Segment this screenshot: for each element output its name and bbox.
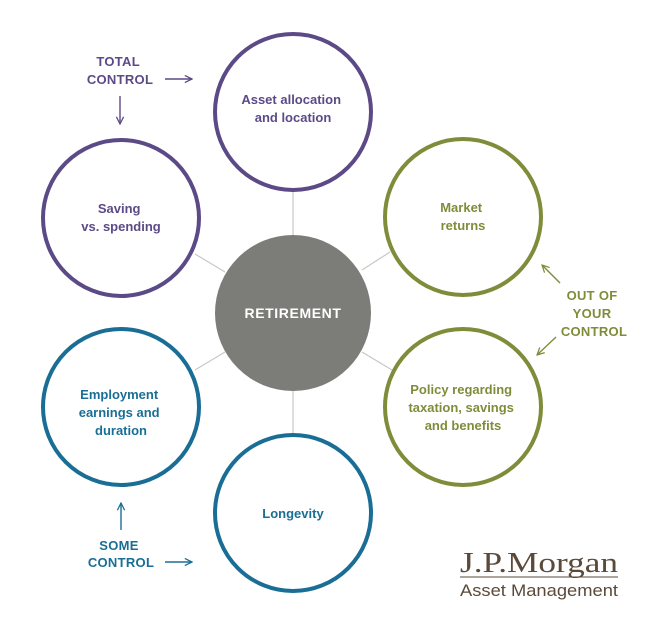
policy-line-2: taxation, savings — [408, 400, 513, 415]
asset-allocation-label: Asset allocation and location — [241, 92, 344, 125]
employment-line-2: earnings and — [79, 405, 160, 420]
policy-circle — [383, 327, 543, 487]
node-saving: Saving vs. spending — [41, 138, 201, 298]
employment-line-3: duration — [95, 423, 147, 438]
spoke-policy — [361, 351, 393, 371]
market-circle — [383, 137, 543, 297]
out-of-control-line-1: OUT OF — [567, 288, 618, 303]
policy-line-1: Policy regarding — [410, 382, 512, 397]
logo-subtitle: Asset Management — [460, 581, 618, 600]
saving-label: Saving vs. spending — [81, 201, 161, 234]
spoke-market — [361, 251, 391, 271]
out-of-control-line-2: YOUR — [573, 306, 612, 321]
saving-circle — [41, 138, 201, 298]
saving-line-1: Saving — [98, 201, 141, 216]
spoke-saving — [194, 253, 226, 273]
employment-line-1: Employment — [80, 387, 159, 402]
some-control-group: SOME CONTROL — [88, 503, 192, 570]
total-control-line-2: CONTROL — [87, 72, 153, 87]
node-asset-allocation: Asset allocation and location — [213, 32, 373, 192]
policy-line-3: and benefits — [425, 418, 502, 433]
arrow-down-left-icon — [537, 336, 557, 355]
center-label: RETIREMENT — [245, 305, 342, 321]
longevity-circle — [213, 433, 373, 593]
employment-circle — [41, 327, 201, 487]
some-control-line-1: SOME — [99, 538, 139, 553]
asset-allocation-line-1: Asset allocation — [241, 92, 341, 107]
employment-label: Employment earnings and duration — [79, 387, 164, 438]
node-market: Market returns — [383, 137, 543, 297]
center-circle — [215, 235, 371, 391]
out-of-control-label: OUT OF YOUR CONTROL — [561, 288, 627, 339]
market-line-2: returns — [441, 218, 486, 233]
asset-allocation-circle — [213, 32, 373, 192]
some-control-line-2: CONTROL — [88, 555, 154, 570]
node-policy: Policy regarding taxation, savings and b… — [383, 327, 543, 487]
node-longevity: Longevity — [213, 433, 373, 593]
market-line-1: Market — [440, 200, 483, 215]
total-control-group: TOTAL CONTROL — [87, 54, 192, 124]
arrow-up-left-icon — [542, 265, 561, 284]
spoke-employment — [194, 351, 226, 371]
policy-label: Policy regarding taxation, savings and b… — [408, 382, 517, 433]
saving-line-2: vs. spending — [81, 219, 161, 234]
node-employment: Employment earnings and duration — [41, 327, 201, 487]
asset-allocation-line-2: and location — [255, 110, 332, 125]
spokes — [194, 190, 393, 434]
some-control-label: SOME CONTROL — [88, 538, 154, 570]
logo-brand: J.P.Morgan — [460, 548, 618, 579]
center-node: RETIREMENT — [215, 235, 371, 391]
out-of-control-group: OUT OF YOUR CONTROL — [537, 265, 627, 355]
total-control-line-1: TOTAL — [96, 54, 139, 69]
total-control-label: TOTAL CONTROL — [87, 54, 153, 87]
jpmorgan-logo: J.P.Morgan Asset Management — [460, 548, 618, 600]
out-of-control-line-3: CONTROL — [561, 324, 627, 339]
market-label: Market returns — [440, 200, 486, 233]
longevity-label: Longevity — [262, 506, 324, 521]
